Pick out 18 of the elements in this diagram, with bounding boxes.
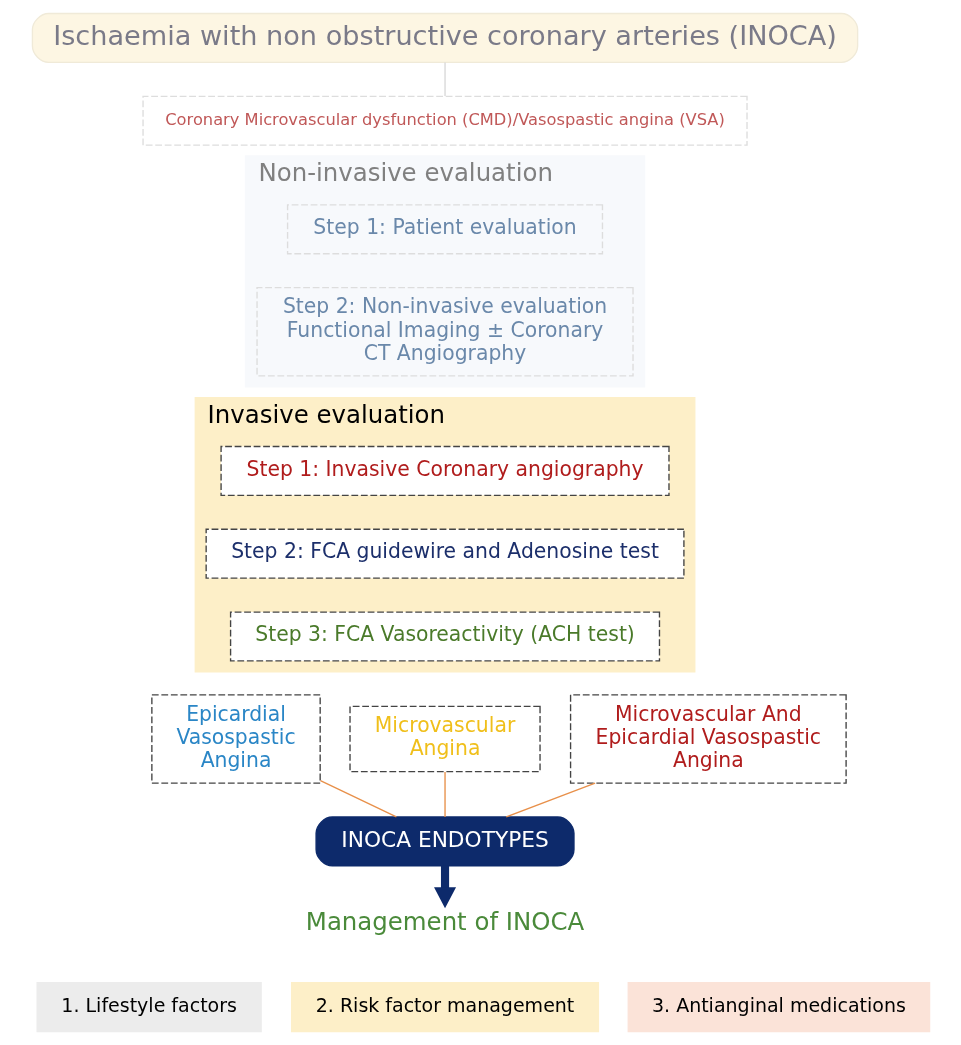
node-text: Management of INOCA [305,907,584,937]
node-box: 2. Risk factor management [290,981,599,1033]
connector [443,771,446,818]
node-box: Microvascular And Epicardial Vasospastic Angina [569,694,847,784]
node-box: Step 3: FCA Vasoreactivity (ACH test) [229,611,660,662]
node-box: Microvascular Angina [348,705,541,773]
node-box: Step 2: FCA guidewire and Adenosine test [205,528,685,579]
node-box: Ischaemia with non obstructive coronary arteries (INOCA) [31,12,858,64]
node-box: Step 2: Non-invasive evaluation Functional Imaging ± Coronary CT Angiography [255,287,634,377]
node-box: INOCA ENDOTYPES [314,816,575,867]
node-box: Epicardial Vasospastic Angina [150,694,321,784]
arrow [433,866,456,909]
connector [505,782,596,818]
node-box: 3. Antianginal medications [627,981,930,1033]
node-box: Step 1: Invasive Coronary angiography [219,445,670,497]
node-box: Step 1: Patient evaluation [286,204,603,255]
node-box: Coronary Microvascular dysfunction (CMD)/Vasospastic angina (VSA) [141,95,748,146]
connector [319,779,397,818]
